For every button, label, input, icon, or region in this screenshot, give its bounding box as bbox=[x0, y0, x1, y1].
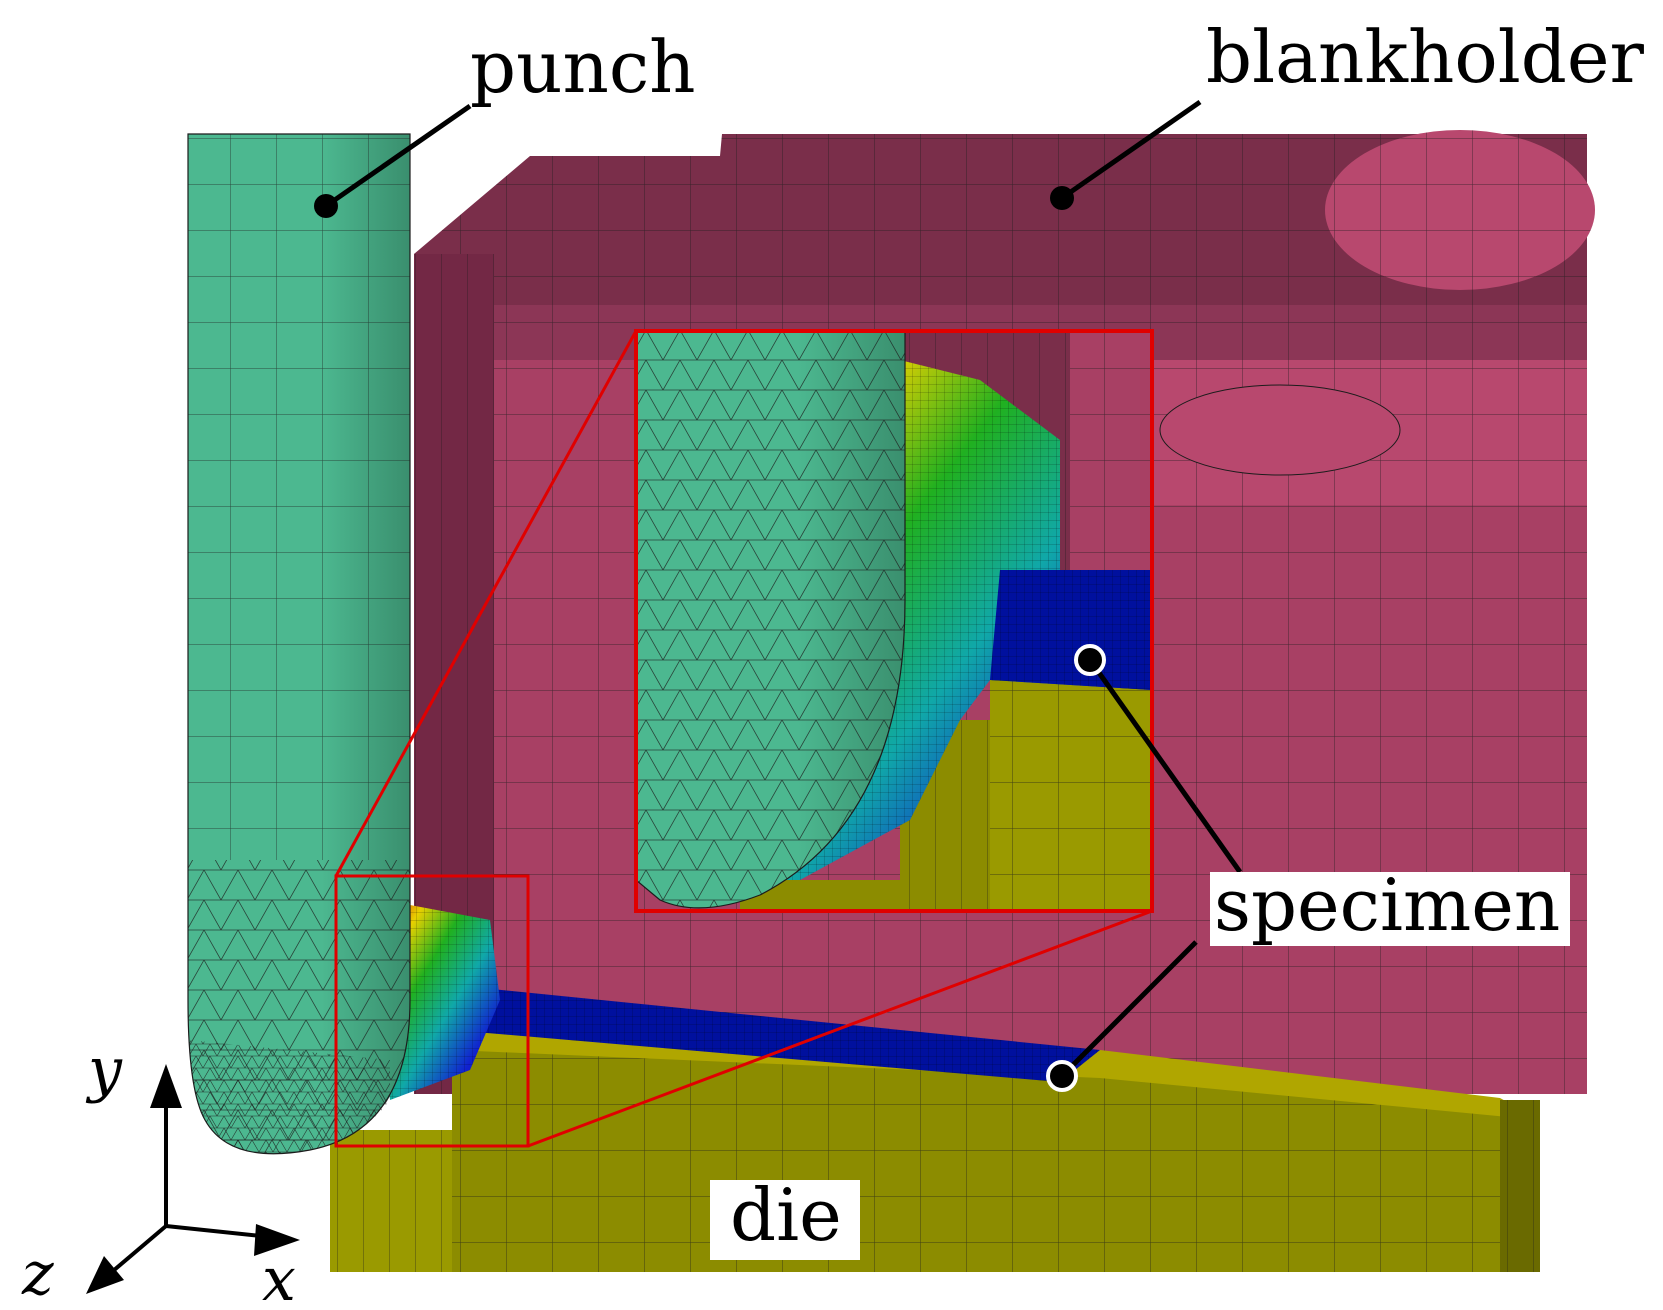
z-axis-label: z bbox=[21, 1239, 54, 1309]
blankholder-marker bbox=[1050, 186, 1074, 210]
coordinate-axes: y x z bbox=[21, 1035, 300, 1310]
blankholder-leader bbox=[1060, 99, 1202, 201]
labels: punch blankholder specimen die bbox=[470, 15, 1644, 1260]
specimen-leader-upper bbox=[1087, 658, 1243, 874]
specimen-marker-upper bbox=[1074, 644, 1106, 676]
leader-lines bbox=[314, 99, 1243, 1092]
zoom-callout bbox=[334, 330, 1153, 1148]
die-label: die bbox=[730, 1173, 842, 1257]
x-arrowhead-icon bbox=[254, 1224, 300, 1256]
y-axis-label: y bbox=[85, 1035, 123, 1105]
punch-leader bbox=[324, 103, 472, 209]
specimen-label: specimen bbox=[1214, 863, 1560, 947]
zoom-inset-frame bbox=[634, 329, 1154, 913]
zoom-inset bbox=[636, 331, 1152, 911]
punch-marker bbox=[314, 194, 338, 218]
specimen-marker-lower bbox=[1046, 1060, 1078, 1092]
y-arrowhead-icon bbox=[150, 1064, 182, 1108]
specimen-label-bg bbox=[1210, 872, 1570, 946]
blankholder-label: blankholder bbox=[1206, 15, 1644, 99]
die-label-bg bbox=[710, 1180, 860, 1260]
x-axis-label: x bbox=[262, 1245, 296, 1310]
zoom-source-box bbox=[334, 874, 530, 1148]
specimen-leader-lower bbox=[1060, 940, 1198, 1078]
punch-label: punch bbox=[470, 25, 696, 109]
punch-body bbox=[187, 133, 411, 1155]
z-arrowhead-icon bbox=[86, 1256, 124, 1294]
